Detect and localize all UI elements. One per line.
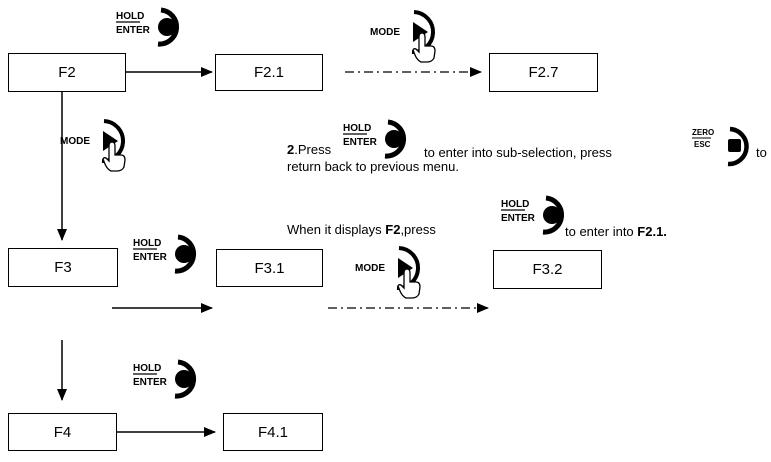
hold-label: HOLD	[133, 363, 161, 374]
hold-enter-button-icon: HOLD ENTER	[116, 7, 179, 47]
menu-box-f4-1: F4.1	[223, 413, 323, 451]
hold-label: HOLD	[501, 199, 529, 210]
pointer-hand-icon	[397, 268, 421, 299]
enter-label: ENTER	[133, 377, 168, 388]
pointer-hand-icon	[102, 141, 126, 172]
pointer-hand-icon	[412, 32, 436, 63]
step-number: 2	[287, 142, 295, 157]
hold-enter-button-icon: HOLD ENTER	[133, 234, 196, 274]
mode-label: MODE	[355, 263, 385, 274]
enter-label: ENTER	[343, 137, 378, 148]
enter-label: ENTER	[501, 213, 536, 224]
enter-label: ENTER	[116, 25, 151, 36]
zero-esc-button-icon: ZERO ESC	[692, 126, 749, 167]
instruction-press-text-2: ,press	[400, 222, 436, 237]
instruction-line-2: return back to previous menu.	[287, 159, 459, 174]
zero-label: ZERO	[692, 128, 714, 137]
instruction-line-1a: 2.Press	[287, 142, 331, 157]
hold-label: HOLD	[343, 123, 371, 134]
menu-box-f3: F3	[8, 248, 118, 287]
instruction-line-3a: When it displays F2,press	[287, 222, 436, 237]
enter-label: ENTER	[133, 252, 168, 263]
menu-box-f2-1: F2.1	[215, 54, 323, 91]
instruction-f2-1-bold: F2.1	[637, 224, 664, 239]
hold-enter-button-icon: HOLD ENTER	[343, 119, 406, 159]
mode-label: MODE	[60, 136, 90, 147]
hold-label: HOLD	[116, 11, 144, 22]
menu-box-f4: F4	[8, 413, 117, 451]
mode-label: MODE	[370, 27, 400, 38]
instruction-when-text: When it displays	[287, 222, 386, 237]
hold-label: HOLD	[133, 238, 161, 249]
hold-enter-button-icon: HOLD ENTER	[501, 195, 564, 235]
instruction-line-3b: to enter into F2.1.	[565, 224, 667, 239]
instruction-enter-into-text: to enter into	[565, 224, 638, 239]
mode-button-icon: MODE	[355, 246, 421, 299]
mode-button-icon: MODE	[370, 10, 436, 63]
mode-button-icon: MODE	[60, 119, 126, 172]
instruction-line-1c: to	[756, 145, 767, 160]
menu-box-f3-1: F3.1	[216, 249, 323, 287]
menu-box-f2: F2	[8, 53, 126, 92]
menu-box-f2-7: F2.7	[489, 53, 598, 92]
menu-box-f3-2: F3.2	[493, 250, 602, 289]
instruction-period: .	[663, 224, 667, 239]
instruction-press-text: .Press	[294, 142, 332, 157]
instruction-line-1b: to enter into sub-selection, press	[424, 145, 612, 160]
hold-enter-button-icon: HOLD ENTER	[133, 359, 196, 399]
esc-label: ESC	[694, 140, 711, 149]
instruction-f2-bold: F2	[385, 222, 401, 237]
